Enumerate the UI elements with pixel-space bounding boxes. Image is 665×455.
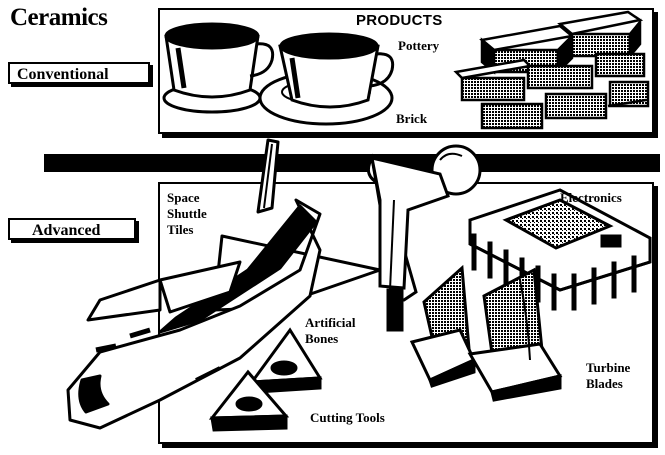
label-brick: Brick xyxy=(396,111,428,126)
label-line: Tiles xyxy=(167,222,194,237)
turbine-blade-icon xyxy=(409,264,563,402)
label-cutting-tools: Cutting Tools xyxy=(310,410,385,425)
space-shuttle-icon xyxy=(66,138,382,430)
label-line: Artificial xyxy=(305,315,356,330)
label-line: Space xyxy=(167,190,200,205)
teacup-icon xyxy=(162,22,395,126)
label-artificial-bones: Artificial Bones xyxy=(305,315,356,347)
brick-wall-icon xyxy=(453,10,650,130)
label-electronics: Electronics xyxy=(560,190,622,205)
label-space-shuttle-tiles: Space Shuttle Tiles xyxy=(167,190,207,238)
label-line: Blades xyxy=(586,376,623,391)
label-turbine-blades: Turbine Blades xyxy=(586,360,630,392)
hip-implant-icon xyxy=(366,144,482,332)
category-conventional: Conventional xyxy=(8,62,150,84)
label-line: Turbine xyxy=(586,360,631,375)
cutting-insert-icon xyxy=(208,327,323,432)
label-pottery: Pottery xyxy=(398,38,440,53)
page-title: Ceramics xyxy=(10,4,108,31)
category-advanced: Advanced xyxy=(8,218,136,240)
products-heading: PRODUCTS xyxy=(356,12,443,29)
divider-bar xyxy=(44,154,660,172)
label-line: Shuttle xyxy=(167,206,207,221)
label-line: Bones xyxy=(305,331,339,346)
